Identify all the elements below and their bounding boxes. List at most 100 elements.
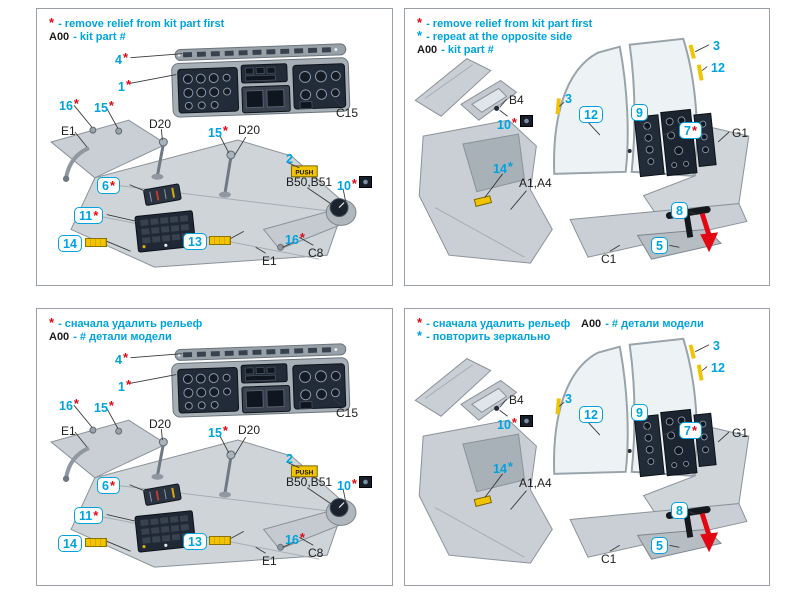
callout-number: 9 xyxy=(636,105,643,120)
legend-top-left: *- remove relief from kit part first A00… xyxy=(49,16,225,43)
callout-C1: C1 xyxy=(601,252,617,266)
callout-number: 10 xyxy=(497,118,511,132)
quadrant-top-right: *- remove relief from kit part first *- … xyxy=(404,8,770,286)
legend-bottom-right: *- сначала удалить рельеф *- повторить з… xyxy=(417,316,571,343)
callout-number: 15 xyxy=(94,101,108,115)
kit-part-code: A00 xyxy=(49,331,70,343)
kit-part-code: A00 xyxy=(49,31,70,43)
callout-14: 14 xyxy=(58,235,82,252)
cockpit-side-diagram-ru: 3 12 3 B4 10* 12 9 7* G1 14* A1,A4 8 5 C… xyxy=(405,309,769,585)
callout-C15: C15 xyxy=(336,406,359,420)
callout-14: 14* xyxy=(493,459,513,477)
star-marker: * xyxy=(109,177,116,193)
star-marker: * xyxy=(351,176,357,191)
callout-number: 2 xyxy=(286,152,293,166)
callout-number: 8 xyxy=(676,203,683,218)
callout-3-right: 3 xyxy=(713,39,720,53)
instrument-panel-diagram: 4* 1* 16* 15* E1 D20 15* D20 2 B50,B51 1… xyxy=(37,9,392,285)
legend-text: - сначала удалить рельеф xyxy=(426,318,571,330)
callout-15-left: 15* xyxy=(94,99,114,116)
legend-text: - repeat at the opposite side xyxy=(426,31,573,43)
legend-text: - повторить зеркально xyxy=(426,331,551,343)
legend-bottom-right-code: A00- # детали модели xyxy=(581,316,704,330)
legend-text: - remove relief from kit part first xyxy=(58,18,225,30)
callout-D20-mid: D20 xyxy=(238,123,261,137)
callout-D20-mid: D20 xyxy=(238,423,261,437)
callout-E1-left: E1 xyxy=(61,124,76,138)
legend-line: *- repeat at the opposite side xyxy=(417,29,592,43)
callout-13: 13 xyxy=(183,533,207,550)
callout-6: 6* xyxy=(97,477,121,494)
callout-5: 5 xyxy=(651,237,668,254)
legend-line: *- повторить зеркально xyxy=(417,328,570,343)
callout-12-box: 12 xyxy=(579,106,603,123)
legend-bottom-left: *- сначала удалить рельеф A00- # детали … xyxy=(49,316,203,343)
decal-10-preview xyxy=(520,115,533,127)
legend-line: A00- kit part # xyxy=(49,29,224,43)
callout-G1: G1 xyxy=(732,126,749,140)
cockpit-side-diagram: 3 12 3 B4 10* 12 9 7* G1 14* A1,A4 8 5 C… xyxy=(405,309,769,585)
callout-E1-left: E1 xyxy=(61,424,76,438)
kit-part-code: A00 xyxy=(417,44,438,56)
callout-number: 3 xyxy=(565,392,572,406)
callout-number: 13 xyxy=(188,234,202,249)
star-marker: * xyxy=(691,122,698,138)
decal-10-preview xyxy=(359,476,372,488)
callout-number: 14 xyxy=(493,462,507,476)
cockpit-side-diagram: 3 12 3 B4 10* 12 9 7* G1 14* A1,A4 8 5 C… xyxy=(405,9,769,285)
callout-7: 7* xyxy=(679,422,703,439)
callout-number: 10 xyxy=(497,418,511,432)
callout-number: 7 xyxy=(684,123,691,138)
legend-line: *- сначала удалить рельеф xyxy=(417,316,571,330)
callout-number: 6 xyxy=(102,178,109,193)
callout-4: 4* xyxy=(115,351,128,368)
star-marker: * xyxy=(222,123,228,138)
star-marker: * xyxy=(507,459,513,474)
callout-7: 7* xyxy=(679,122,703,139)
callout-11: 11* xyxy=(74,507,104,524)
star-marker: * xyxy=(222,423,228,438)
callout-G1: G1 xyxy=(732,426,749,440)
callout-number: 16 xyxy=(59,99,73,113)
star-marker: * xyxy=(417,15,423,30)
decal-13-preview xyxy=(209,236,231,245)
callout-number: 13 xyxy=(188,534,202,549)
legend-text: - remove relief from kit part first xyxy=(426,18,593,30)
callout-number: 8 xyxy=(676,503,683,518)
star-marker: * xyxy=(417,328,423,343)
callout-number: 3 xyxy=(713,39,720,53)
callout-B4: B4 xyxy=(509,93,524,107)
callout-number: 4 xyxy=(115,53,122,67)
callout-E1-bottom: E1 xyxy=(262,254,277,268)
callout-number: 16 xyxy=(285,533,299,547)
callout-number: 12 xyxy=(711,361,725,375)
legend-text: - сначала удалить рельеф xyxy=(58,318,203,330)
callout-number: 6 xyxy=(102,478,109,493)
quadrant-bottom-left: * - сначала удалить рельеф A00- # детали … xyxy=(36,308,393,586)
callout-5: 5 xyxy=(651,537,668,554)
callout-B50-B51: B50,B51 xyxy=(286,175,333,189)
decal-10-preview xyxy=(359,176,372,188)
callout-number: 5 xyxy=(656,538,663,553)
callout-10: 10* xyxy=(497,415,517,433)
legend-line: A00- # детали модели xyxy=(49,329,202,343)
callout-number: 12 xyxy=(711,61,725,75)
decal-13-preview xyxy=(209,536,231,545)
star-marker: * xyxy=(109,477,116,493)
star-marker: * xyxy=(93,207,99,223)
callout-9: 9 xyxy=(631,104,648,121)
callout-16-left: 16* xyxy=(59,397,79,414)
callout-B4: B4 xyxy=(509,393,524,407)
callout-number: 1 xyxy=(118,80,125,94)
callout-number: 2 xyxy=(286,452,293,466)
callout-E1-bottom: E1 xyxy=(262,554,277,568)
callout-16-left: 16* xyxy=(59,97,79,114)
callout-D20-upper: D20 xyxy=(149,117,172,131)
callout-8: 8 xyxy=(671,502,688,519)
legend-text: - kit part # xyxy=(73,31,126,43)
star-marker: * xyxy=(299,530,305,545)
callout-number: 7 xyxy=(684,423,691,438)
callout-9: 9 xyxy=(631,404,648,421)
star-marker: * xyxy=(511,415,517,430)
